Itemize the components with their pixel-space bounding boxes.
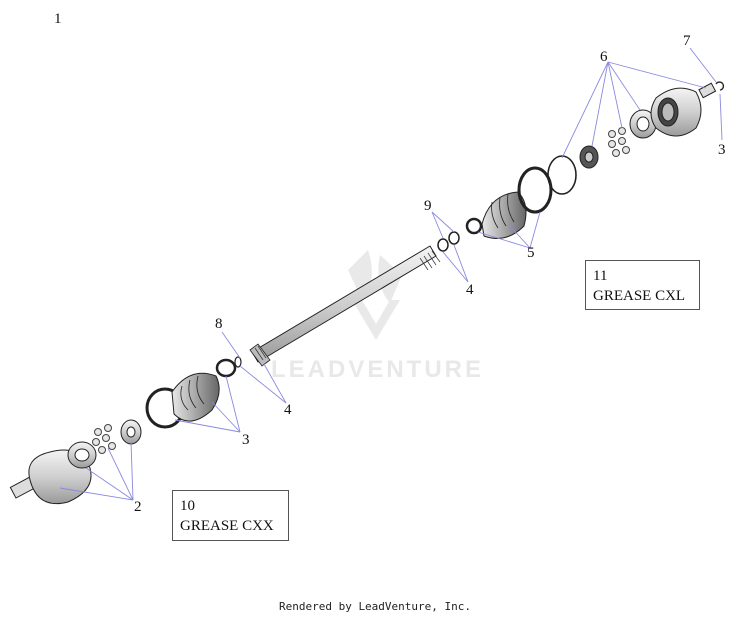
- watermark: LEADVENTURE: [270, 356, 484, 383]
- callout-8: 8: [215, 316, 223, 332]
- callout-5: 5: [527, 245, 535, 261]
- cv-balls-lower: [92, 424, 116, 454]
- leader-lines: [59, 47, 723, 501]
- circlip-end: [715, 81, 725, 91]
- snap-ring-upper: [547, 155, 577, 195]
- boot-clamp-small-upper: [465, 217, 483, 235]
- cv-balls-upper: [608, 127, 630, 157]
- note-grease-cxl: 11 GREASE CXL: [585, 260, 700, 310]
- note-grease-cxx: 10 GREASE CXX: [172, 490, 289, 541]
- note-text: GREASE CXX: [180, 518, 274, 535]
- callout-3-upper: 3: [718, 142, 726, 158]
- cv-cage-lower: [67, 441, 97, 469]
- callout-3-lower: 3: [242, 432, 250, 448]
- boot-clamp-small-lower: [215, 356, 242, 378]
- note-number: 11: [593, 268, 608, 284]
- boot-clamp-upper: [517, 166, 553, 214]
- callout-2: 2: [134, 499, 142, 515]
- axle-shaft: [249, 245, 441, 367]
- callout-4-upper: 4: [466, 282, 474, 298]
- cv-cage-upper: [629, 109, 657, 139]
- cv-inner-race-upper: [579, 145, 599, 169]
- callout-4-lower: 4: [284, 402, 292, 418]
- inner-cv-housing: [650, 82, 717, 137]
- cv-inner-race-lower: [120, 419, 142, 445]
- note-text: GREASE CXL: [593, 288, 686, 305]
- note-number: 10: [180, 498, 195, 514]
- circlip-upper: [437, 231, 460, 252]
- callout-6: 6: [600, 49, 608, 65]
- callout-9: 9: [424, 198, 432, 214]
- callout-1: 1: [54, 11, 62, 27]
- cv-boot-lower: [171, 372, 220, 422]
- render-credit: Rendered by LeadVenture, Inc.: [278, 600, 472, 613]
- callout-7: 7: [683, 33, 691, 49]
